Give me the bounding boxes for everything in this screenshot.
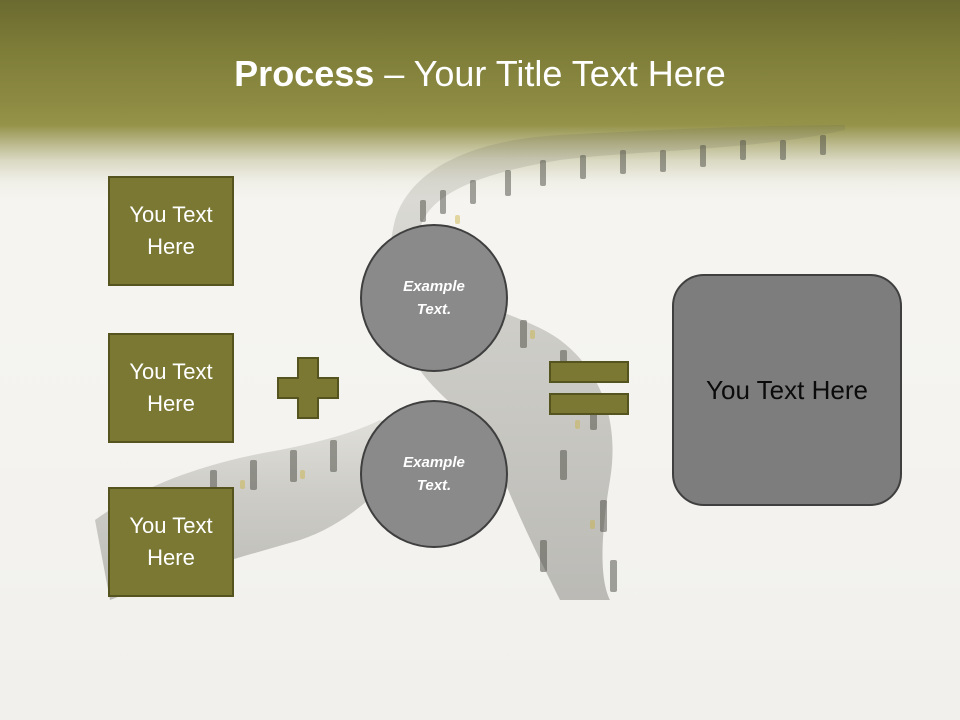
title-header-band	[0, 0, 960, 200]
plus-icon	[277, 357, 339, 419]
result-box: You Text Here	[672, 274, 902, 506]
input-box-3: You Text Here	[108, 487, 234, 597]
example-circle-2: Example Text.	[360, 400, 508, 548]
page-title: Process – Your Title Text Here	[0, 50, 960, 98]
example-circle-1: Example Text.	[360, 224, 508, 372]
equals-icon	[549, 361, 629, 415]
input-box-2: You Text Here	[108, 333, 234, 443]
title-rest-part: – Your Title Text Here	[374, 53, 726, 94]
title-bold-part: Process	[234, 53, 375, 94]
input-box-1: You Text Here	[108, 176, 234, 286]
